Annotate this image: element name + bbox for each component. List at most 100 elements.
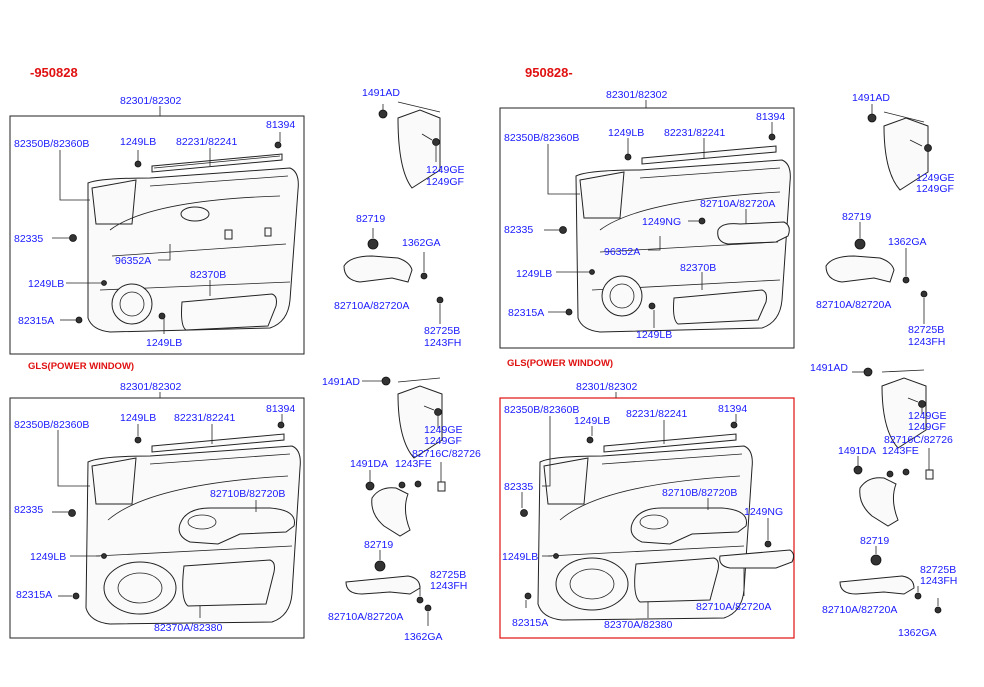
label-q5-d: 81394 — [266, 403, 295, 415]
label-q1-c: 82231/82241 — [176, 136, 237, 148]
label-q3-a: 82350B/82360B — [504, 132, 579, 144]
label-q3-c: 82231/82241 — [664, 127, 725, 139]
label-q3-h: 96352A — [604, 246, 640, 258]
label-q5-a: 82350B/82360B — [14, 419, 89, 431]
hardware-top-right — [825, 104, 932, 324]
leader-lines-q3 — [544, 100, 773, 328]
door-panel-bottom-right — [520, 421, 795, 621]
labels-q1: 82301/82302 82350B/82360B 1249LB 82231/8… — [14, 95, 295, 349]
label-q8-b: 1249GE — [908, 410, 947, 422]
label-q1-h: 1249LB — [28, 278, 64, 290]
label-q1-e: 82335 — [14, 233, 43, 245]
label-q1-f: 96352A — [115, 255, 151, 267]
header-right-top: 950828- — [525, 65, 573, 80]
door-panel-bottom-left — [68, 421, 301, 625]
label-q1-a: 82350B/82360B — [14, 138, 89, 150]
frame-top-right — [499, 107, 795, 349]
label-q7-f: 82710B/82720B — [662, 487, 737, 499]
frame-bottom-left — [9, 397, 305, 639]
labels-q4: 1491AD 1249GE 1249GF 82719 1362GA 82710A… — [816, 92, 955, 348]
label-q7-d: 81394 — [718, 403, 747, 415]
hardware-bottom-right — [839, 367, 942, 614]
label-q1-i: 82315A — [18, 315, 54, 327]
label-q1-j: 1249LB — [146, 337, 182, 349]
label-q3-b: 1249LB — [608, 127, 644, 139]
label-q5-title: 82301/82302 — [120, 381, 181, 393]
labels-q5: 82301/82302 82350B/82360B 1249LB 82231/8… — [14, 381, 295, 634]
label-q4-h: 1243FH — [908, 336, 945, 348]
label-q8-g: 82719 — [860, 535, 889, 547]
label-q8-h: 82725B — [920, 564, 956, 576]
label-q7-i: 82315A — [512, 617, 548, 629]
label-q6-j: 82710A/82720A — [328, 611, 403, 623]
label-q6-h: 82725B — [430, 569, 466, 581]
header-right-bottom: GLS(POWER WINDOW) — [507, 358, 613, 369]
label-q7-g: 1249NG — [744, 506, 783, 518]
label-q7-h: 1249LB — [502, 551, 538, 563]
frame-bottom-right — [499, 397, 795, 639]
label-q3-l: 1249LB — [636, 329, 672, 341]
labels-q6: 1491AD 1249GE 1249GF 1491DA 1243FE 82716… — [322, 376, 481, 643]
label-q8-f: 1243FE — [882, 445, 919, 457]
label-q7-k: 82710A/82720A — [696, 601, 771, 613]
label-q8-e: 1491DA — [838, 445, 876, 457]
label-q3-d: 81394 — [756, 111, 785, 123]
label-q7-c: 82231/82241 — [626, 408, 687, 420]
label-q6-d: 1491DA — [350, 458, 388, 470]
label-q5-h: 82315A — [16, 589, 52, 601]
label-q6-k: 1362GA — [404, 631, 443, 643]
label-q2-c: 1249GF — [426, 176, 464, 188]
header-left-bottom: GLS(POWER WINDOW) — [28, 361, 134, 372]
label-q6-c: 1249GF — [424, 435, 462, 447]
label-q2-e: 1362GA — [402, 237, 441, 249]
label-q1-d: 81394 — [266, 119, 295, 131]
label-q5-c: 82231/82241 — [174, 412, 235, 424]
labels-q8: 1491AD 1249GE 1249GF 82716C/82726 1491DA… — [810, 362, 957, 639]
label-q3-e: 1249NG — [642, 216, 681, 228]
label-q6-b: 1249GE — [424, 424, 463, 436]
label-q2-h: 1243FH — [424, 337, 461, 349]
label-q2-a: 1491AD — [362, 87, 400, 99]
labels-q3: 82301/82302 82350B/82360B 1249LB 82231/8… — [504, 89, 785, 341]
label-q8-c: 1249GF — [908, 421, 946, 433]
label-q3-title: 82301/82302 — [606, 89, 667, 101]
door-panel-top-left — [69, 141, 299, 333]
label-q2-f: 82710A/82720A — [334, 300, 409, 312]
label-q1-g: 82370B — [190, 269, 226, 281]
label-q6-a: 1491AD — [322, 376, 360, 388]
label-q1-title: 82301/82302 — [120, 95, 181, 107]
door-panel-top-right — [559, 133, 791, 333]
label-q3-f: 82710A/82720A — [700, 198, 775, 210]
label-q6-i: 1243FH — [430, 580, 467, 592]
labels-q2: 1491AD 1249GE 1249GF 82719 1362GA 82710A… — [334, 87, 465, 349]
label-q5-f: 82710B/82720B — [210, 488, 285, 500]
label-q2-b: 1249GE — [426, 164, 465, 176]
label-q4-b: 1249GE — [916, 172, 955, 184]
label-q8-i: 1243FH — [920, 575, 957, 587]
label-q7-a: 82350B/82360B — [504, 404, 579, 416]
label-q3-j: 1249LB — [516, 268, 552, 280]
label-q4-f: 82710A/82720A — [816, 299, 891, 311]
label-q4-e: 1362GA — [888, 236, 927, 248]
label-q3-k: 82315A — [508, 307, 544, 319]
label-q4-g: 82725B — [908, 324, 944, 336]
label-q6-e: 1243FE — [395, 458, 432, 470]
label-q5-i: 82370A/82380 — [154, 622, 222, 634]
labels-q7: 82301/82302 82350B/82360B 1249LB 82231/8… — [502, 381, 783, 631]
label-q6-f: 82716C/82726 — [412, 448, 481, 460]
label-q8-d: 82716C/82726 — [884, 434, 953, 446]
label-q8-k: 1362GA — [898, 627, 937, 639]
label-q7-b: 1249LB — [574, 415, 610, 427]
label-q4-a: 1491AD — [852, 92, 890, 104]
leader-lines-q1 — [52, 106, 281, 334]
header-left-top: -950828 — [30, 65, 78, 80]
leader-lines-q7 — [521, 392, 769, 618]
hardware-top-left — [343, 101, 444, 324]
hardware-bottom-left — [345, 376, 446, 626]
label-q7-title: 82301/82302 — [576, 381, 637, 393]
label-q4-d: 82719 — [842, 211, 871, 223]
label-q1-b: 1249LB — [120, 136, 156, 148]
label-q3-g: 82335 — [504, 224, 533, 236]
label-q5-e: 82335 — [14, 504, 43, 516]
